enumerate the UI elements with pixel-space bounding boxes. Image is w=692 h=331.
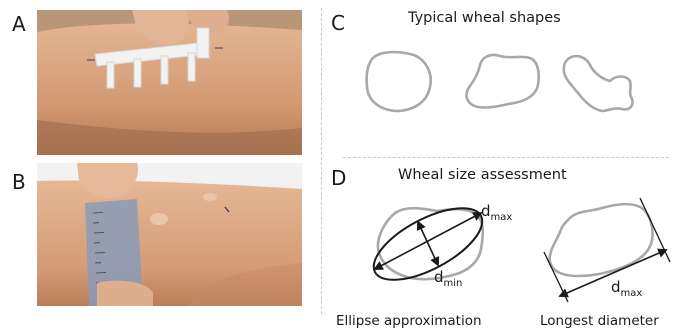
panel-c-title: Typical wheal shapes [408,10,561,26]
wheal-shape-irregular [466,55,538,108]
wheal-outline [378,208,483,279]
wheal-outline-longest [550,204,653,276]
panel-d-title: Wheal size assessment [398,167,567,183]
dmax-label-longest: dmax [611,278,642,299]
skin-prick-photo-illustration [37,10,302,155]
dmax-label-ellipse: dmax [481,202,512,223]
photo-wheal-measurement [37,163,302,306]
panel-letter-a: A [12,14,26,34]
longest-diameter-caption: Longest diameter [540,313,659,329]
panel-letter-c: C [331,13,345,33]
vertical-divider [321,8,322,314]
panel-letter-b: B [12,172,26,192]
typical-wheal-shapes [340,35,670,130]
panel-letter-d: D [331,168,346,188]
horizontal-divider [343,157,669,158]
dmin-label-ellipse: dmin [434,268,462,289]
ellipse-approximation-caption: Ellipse approximation [336,313,482,329]
dmin-arrow [418,222,438,265]
wheal-shape-round [367,52,431,111]
photo-skin-prick-test [37,10,302,155]
wheal-shape-elongated [564,56,633,111]
wheal-measurement-photo-illustration [37,163,302,306]
dmax-arrow [375,213,481,269]
longest-diameter-diagram [530,192,690,310]
